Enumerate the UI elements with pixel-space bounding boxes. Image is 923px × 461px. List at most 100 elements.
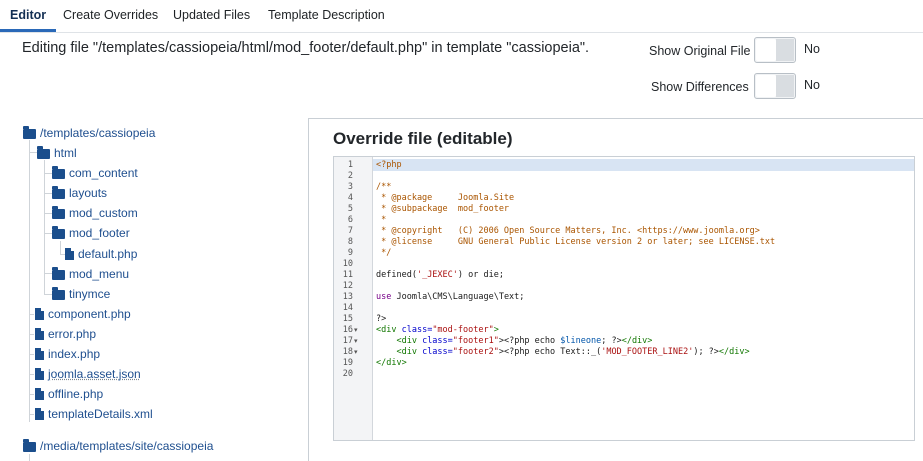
line-number: 3 xyxy=(347,182,353,192)
tree-label: default.php xyxy=(78,247,138,261)
tree-line xyxy=(29,314,34,315)
active-line-highlight xyxy=(373,159,914,171)
tab-bar: Editor Create Overrides Updated Files Te… xyxy=(0,0,923,33)
show-original-value: No xyxy=(804,42,820,56)
tree-file-component-php[interactable]: component.php xyxy=(35,306,131,322)
fold-chevron-icon[interactable]: ▾ xyxy=(354,338,358,345)
folder-icon xyxy=(52,166,65,179)
file-icon xyxy=(35,368,44,380)
tree-label: joomla.asset.json xyxy=(48,367,141,381)
code-line-4: * @package Joomla.Site xyxy=(376,193,515,203)
line-gutter: 1 2 3 4 5 6 7 8 9 10 11 12 13 14 15 16 1… xyxy=(334,157,373,440)
code-line-15: ?> xyxy=(376,314,387,324)
tree-line xyxy=(44,233,52,234)
code-editor[interactable]: 1 2 3 4 5 6 7 8 9 10 11 12 13 14 15 16 1… xyxy=(333,156,915,441)
tree-file-default-php[interactable]: default.php xyxy=(65,246,137,262)
line-number: 19 xyxy=(342,358,353,368)
fold-chevron-icon[interactable]: ▾ xyxy=(354,349,358,356)
tree-folder-tinymce[interactable]: tinymce xyxy=(52,286,110,302)
code-line-19: </div> xyxy=(376,358,407,368)
tree-label: tinymce xyxy=(69,287,111,301)
code-line-17: <div class="footer1"><?php echo $lineone… xyxy=(376,336,653,346)
line-number: 7 xyxy=(347,226,353,236)
folder-icon xyxy=(37,146,50,159)
tab-editor[interactable]: Editor xyxy=(0,0,57,32)
folder-icon xyxy=(52,186,65,199)
code-line-13: use Joomla\CMS\Language\Text; xyxy=(376,292,525,302)
line-number: 6 xyxy=(347,215,353,225)
file-icon xyxy=(35,388,44,400)
tree-line xyxy=(44,160,45,294)
tree-folder-media-templates[interactable]: /media/templates/site/cassiopeia xyxy=(23,438,213,454)
file-icon xyxy=(35,408,44,420)
show-original-switch[interactable] xyxy=(754,37,796,63)
line-number: 9 xyxy=(347,248,353,258)
tree-folder-mod-custom[interactable]: mod_custom xyxy=(52,205,138,221)
tree-label: /templates/cassiopeia xyxy=(40,126,156,140)
line-number: 11 xyxy=(342,270,353,280)
tree-line xyxy=(60,241,61,254)
line-number: 1 xyxy=(347,160,353,170)
line-number: 4 xyxy=(347,193,353,203)
line-number: 16 xyxy=(342,325,353,335)
tree-line xyxy=(29,374,34,375)
tree-folder-mod-menu[interactable]: mod_menu xyxy=(52,266,129,282)
tree-line xyxy=(29,454,30,461)
show-differences-label: Show Differences xyxy=(651,80,749,94)
folder-icon xyxy=(52,267,65,280)
folder-icon xyxy=(52,206,65,219)
tree-file-offline-php[interactable]: offline.php xyxy=(35,386,103,402)
file-icon xyxy=(35,308,44,320)
line-number: 12 xyxy=(342,281,353,291)
fold-chevron-icon[interactable]: ▾ xyxy=(354,327,358,334)
line-number: 5 xyxy=(347,204,353,214)
tree-line xyxy=(29,354,34,355)
tree-line xyxy=(44,193,52,194)
tree-folder-mod-footer[interactable]: mod_footer xyxy=(52,225,130,241)
show-differences-value: No xyxy=(804,78,820,92)
tree-label: templateDetails.xml xyxy=(48,407,153,421)
switch-knob xyxy=(756,75,776,97)
tree-line xyxy=(29,140,30,422)
tree-line xyxy=(60,254,65,255)
code-line-16: <div class="mod-footer"> xyxy=(376,325,499,335)
tree-file-index-php[interactable]: index.php xyxy=(35,346,100,362)
show-differences-switch[interactable] xyxy=(754,73,796,99)
code-line-11: defined('_JEXEC') or die; xyxy=(376,270,504,280)
tree-folder-layouts[interactable]: layouts xyxy=(52,185,107,201)
line-number: 15 xyxy=(342,314,353,324)
tree-file-joomla-asset-json[interactable]: joomla.asset.json xyxy=(35,366,141,382)
code-line-9: */ xyxy=(376,248,392,258)
line-number: 10 xyxy=(342,259,353,269)
tree-line xyxy=(29,334,34,335)
line-number: 17 xyxy=(342,336,353,346)
tab-create-overrides[interactable]: Create Overrides xyxy=(63,8,159,22)
tree-label: layouts xyxy=(69,186,108,200)
code-line-1: <?php xyxy=(376,160,402,170)
tree-line xyxy=(44,213,52,214)
tree-folder-templates-cassiopeia[interactable]: /templates/cassiopeia xyxy=(23,125,155,141)
tree-folder-html[interactable]: html xyxy=(37,145,77,161)
file-icon xyxy=(65,248,74,260)
tree-label: component.php xyxy=(48,307,131,321)
tree-folder-com-content[interactable]: com_content xyxy=(52,165,138,181)
line-number: 18 xyxy=(342,347,353,357)
folder-icon xyxy=(52,287,65,300)
override-title: Override file (editable) xyxy=(333,129,513,148)
tree-line xyxy=(44,173,52,174)
tree-label: /media/templates/site/cassiopeia xyxy=(40,439,214,453)
tree-file-error-php[interactable]: error.php xyxy=(35,326,96,342)
tree-label: error.php xyxy=(48,327,97,341)
switch-track xyxy=(776,39,794,61)
file-icon xyxy=(35,348,44,360)
tab-updated-files[interactable]: Updated Files xyxy=(173,8,251,22)
editing-file-message: Editing file "/templates/cassiopeia/html… xyxy=(22,40,590,56)
folder-icon xyxy=(23,439,36,452)
tree-file-templatedetails-xml[interactable]: templateDetails.xml xyxy=(35,406,153,422)
code-line-6: * xyxy=(376,215,387,225)
tab-template-description[interactable]: Template Description xyxy=(268,8,385,22)
line-number: 14 xyxy=(342,303,353,313)
line-number: 2 xyxy=(347,171,353,181)
switch-knob xyxy=(756,39,776,61)
tree-label: mod_footer xyxy=(69,226,130,240)
